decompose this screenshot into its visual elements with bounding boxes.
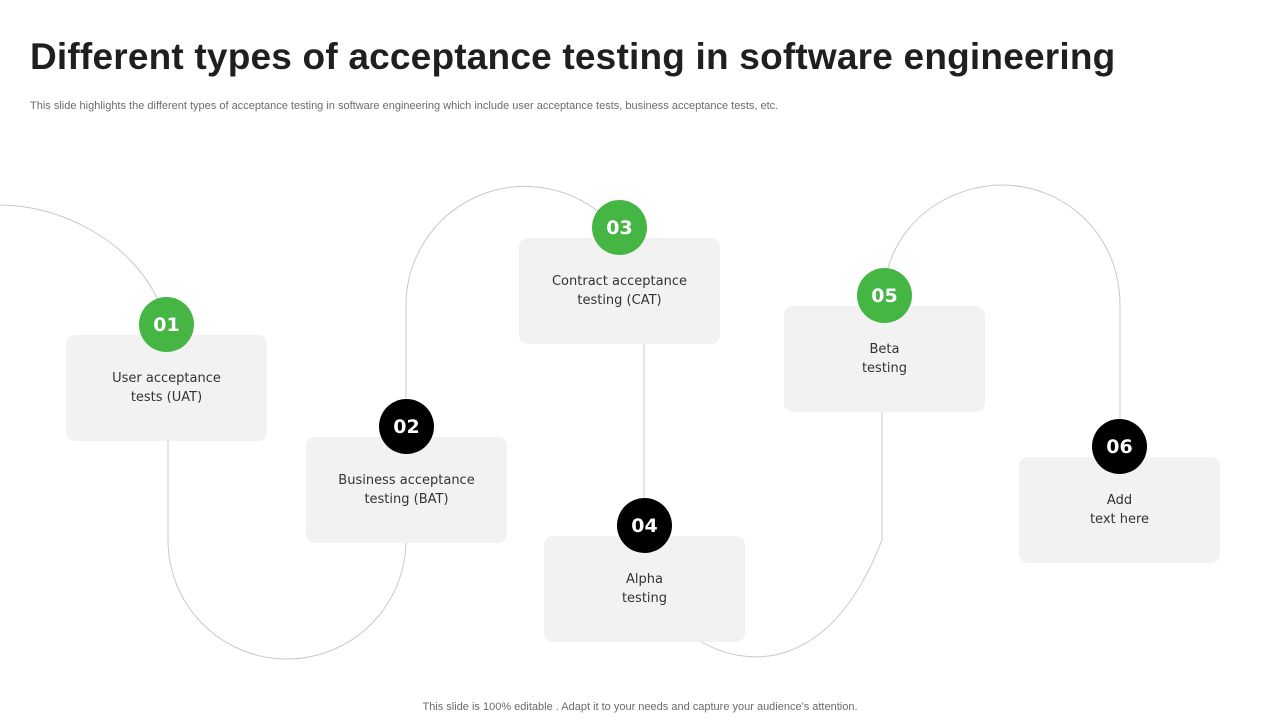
step-badge-04: 04 [617,498,672,553]
step-card-02: Business acceptance testing (BAT) [306,437,507,543]
step-card-04: Alpha testing [544,536,745,642]
slide-subtitle: This slide highlights the different type… [30,100,779,112]
step-label: User acceptance tests (UAT) [112,371,221,405]
step-label: Add text here [1089,493,1150,527]
step-label: Beta testing [861,342,908,376]
slide-footer: This slide is 100% editable . Adapt it t… [422,701,858,713]
step-badge-06: 06 [1092,419,1147,474]
step-badge-03: 03 [592,200,647,255]
step-badge-02: 02 [379,399,434,454]
step-badge-05: 05 [857,268,912,323]
step-label: Business acceptance testing (BAT) [338,473,475,507]
step-label: Alpha testing [621,572,668,606]
step-badge-01: 01 [139,297,194,352]
slide-title: Different types of acceptance testing in… [30,36,1116,77]
step-card-05: Beta testing [784,306,985,412]
step-card-01: User acceptance tests (UAT) [66,335,267,441]
step-card-06: Add text here [1019,457,1220,563]
step-label: Contract acceptance testing (CAT) [551,274,687,308]
step-card-03: Contract acceptance testing (CAT) [519,238,720,344]
